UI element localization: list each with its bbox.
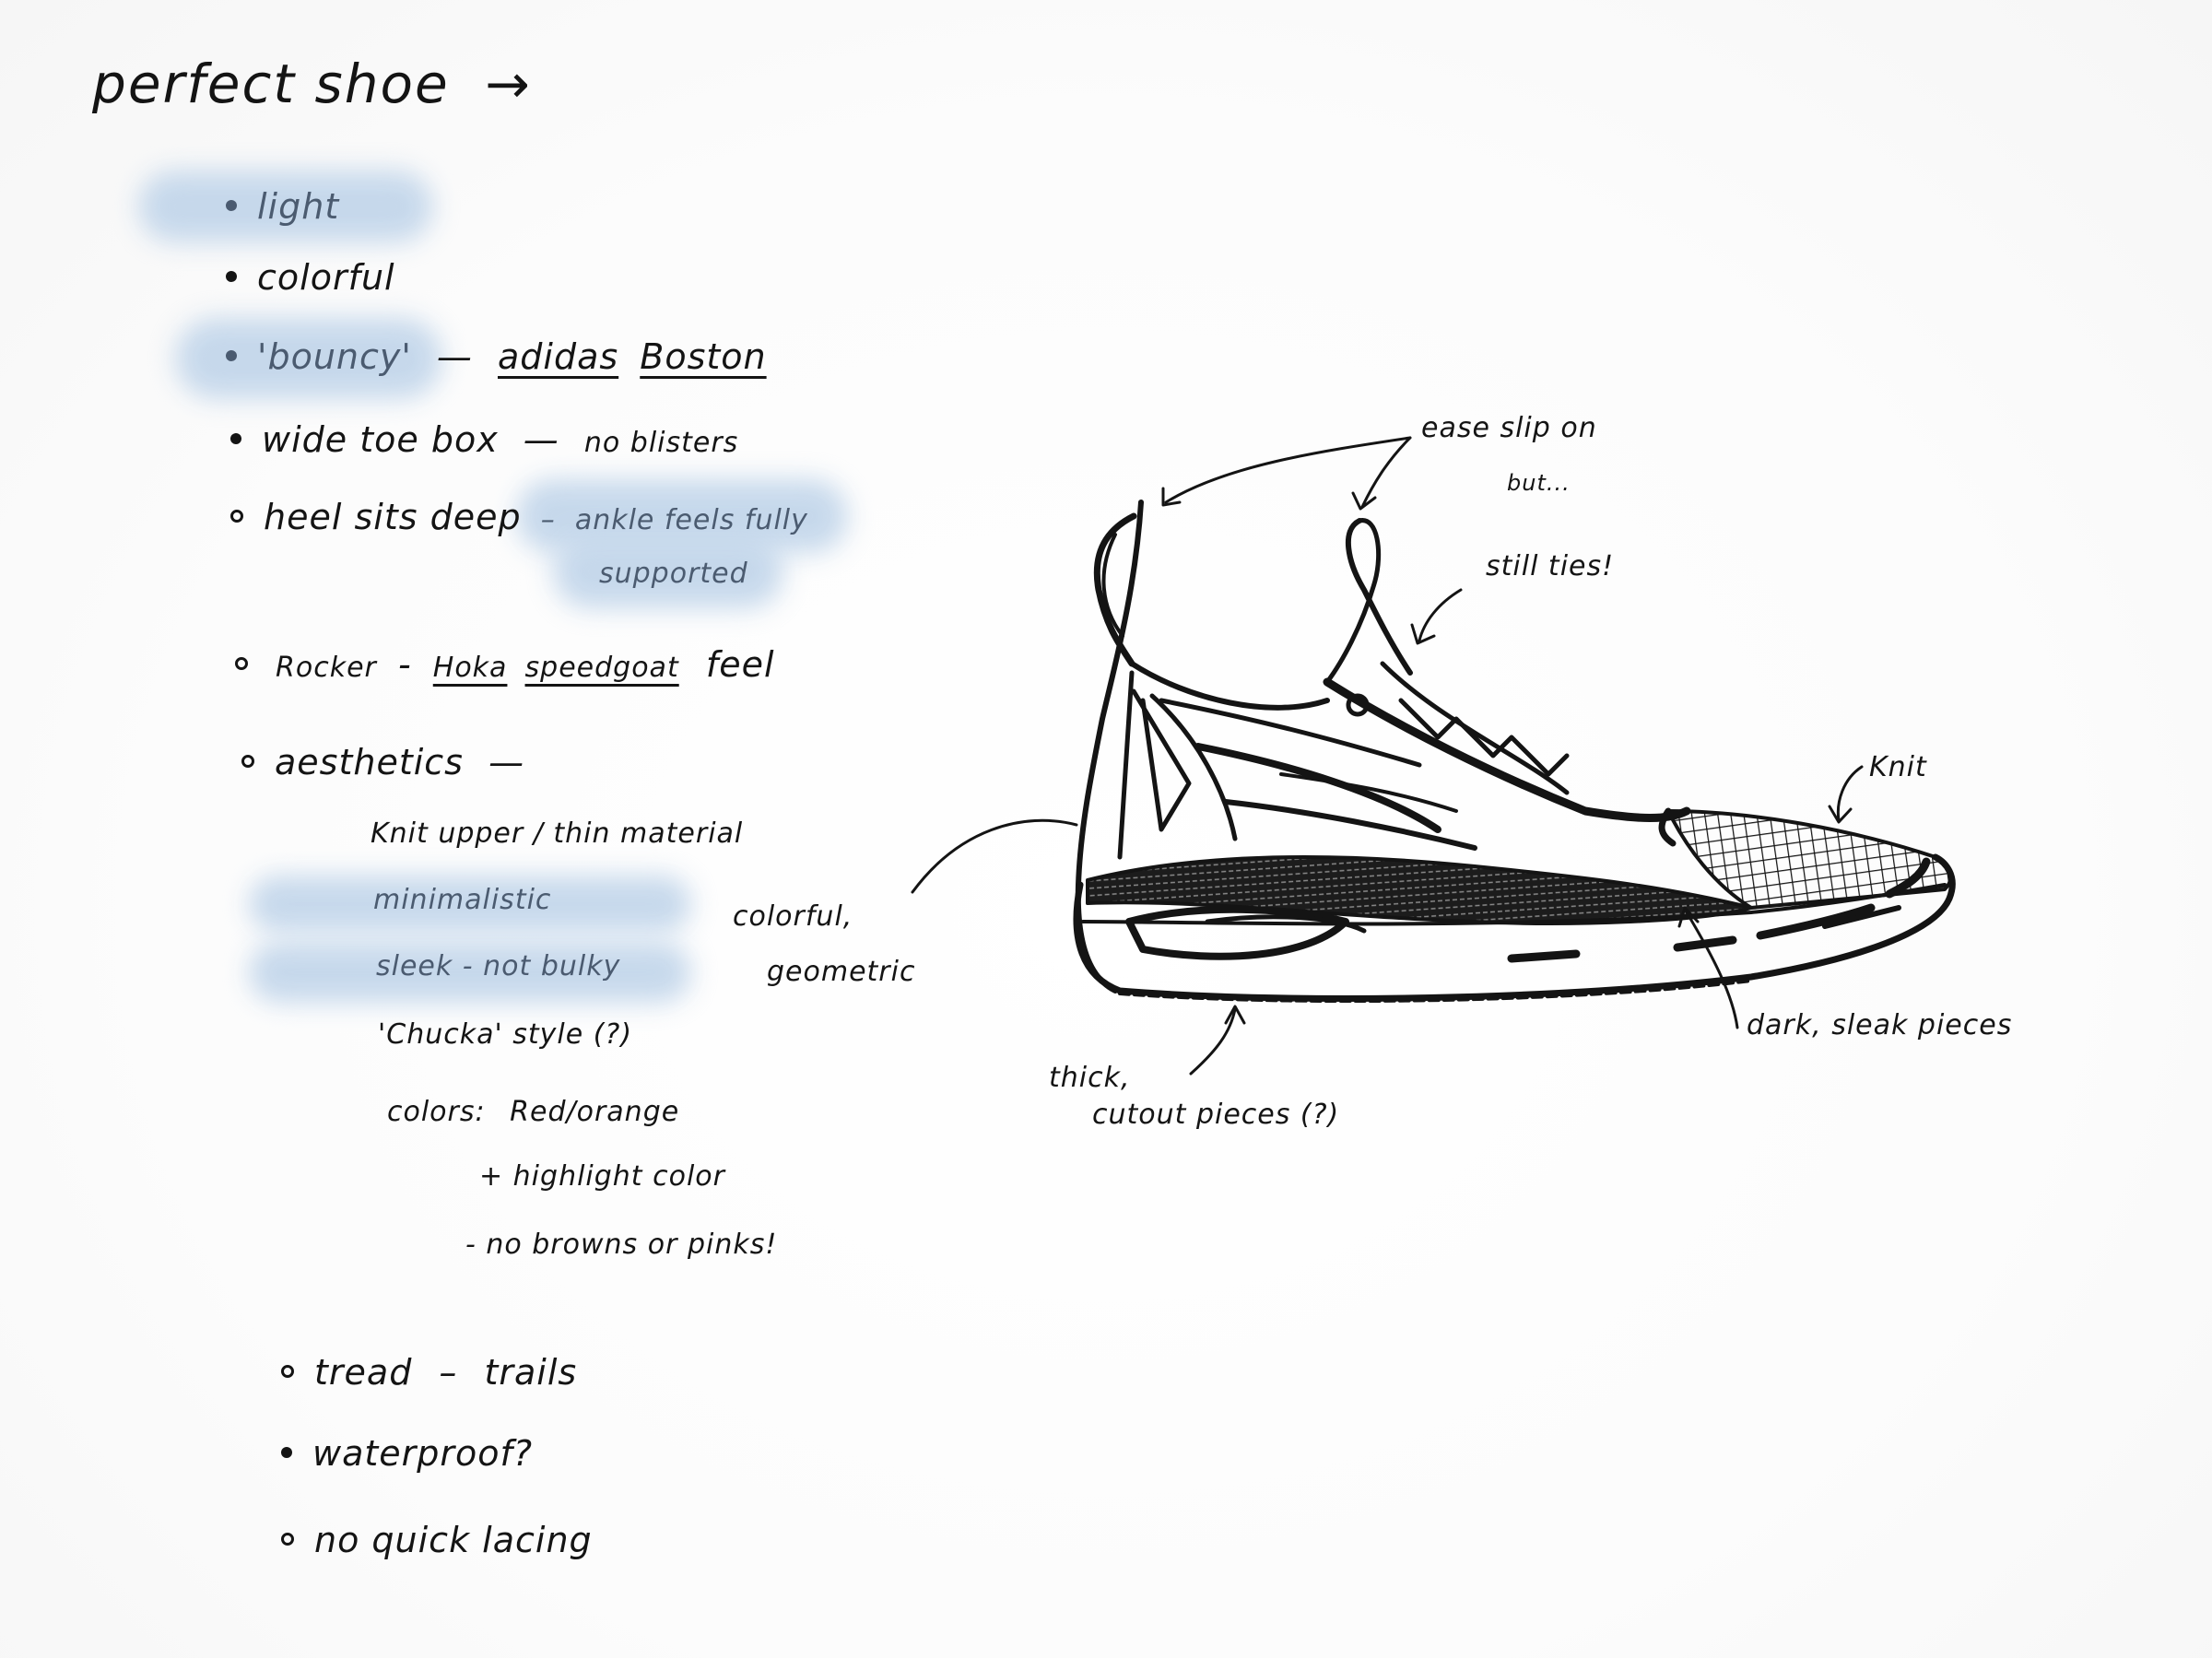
bullet-icon [235,656,248,670]
highlight-ankle-note-2 [553,535,783,608]
aesthetics-sleek: sleek - not bulky [376,950,621,982]
list-item-colorful: colorful [226,260,395,295]
bullet-icon [226,270,237,282]
list-item-waterproof: waterproof? [281,1436,533,1471]
aesthetics-no-browns-pinks: - no browns or pinks! [465,1229,778,1261]
list-item-bouncy: 'bouncy' — adidas Boston [226,339,767,374]
highlight-light [138,171,433,242]
aesthetics-knit-upper: Knit upper / thin material [371,817,744,850]
annotation-cutout-pieces: cutout pieces (?) [1092,1099,1340,1131]
page-title: perfect shoe → [92,57,532,111]
aesthetics-highlight-color: + highlight color [479,1160,725,1193]
list-item-no-quick-lacing: no quick lacing [281,1523,593,1558]
list-item-aesthetics: aesthetics — [241,745,524,780]
annotation-still-ties: still ties! [1486,550,1615,582]
highlight-minimalistic [249,876,691,933]
list-item-wide-toe-box: wide toe box — no blisters [230,422,738,457]
aesthetics-chucka: 'Chucka' style (?) [378,1018,633,1051]
list-item-rocker: Rocker - Hoka speedgoat feel [235,647,775,682]
bullet-icon [241,754,254,768]
bullet-icon [230,509,243,523]
annotation-colorful: colorful, [733,900,853,933]
title-text: perfect shoe [92,53,450,115]
highlight-sleek [249,942,691,1003]
annotation-knit: Knit [1869,751,1927,783]
bullet-icon [281,1446,292,1458]
annotation-thick: thick, [1049,1062,1131,1094]
aesthetics-colors: colors: Red/orange [387,1096,680,1128]
highlight-bouncy [175,318,442,399]
list-item-tread: tread – trails [281,1355,577,1390]
list-item-heel-sits-deep: heel sits deep – ankle feels fully [230,500,808,535]
annotation-geometric: geometric [767,956,916,988]
bullet-icon [226,199,237,211]
annotation-but: but... [1507,470,1571,496]
bullet-icon [281,1532,294,1546]
annotation-dark-sleak-pieces: dark, sleak pieces [1747,1009,2013,1041]
annotation-ease-slip-on: ease slip on [1421,412,1597,444]
bullet-icon [226,349,237,361]
bullet-icon [281,1364,294,1378]
ankle-note-line2: supported [599,558,748,590]
title-arrow-icon: → [485,53,532,115]
list-item-light: light [226,189,339,224]
aesthetics-minimalistic: minimalistic [373,884,552,916]
bullet-icon [230,432,241,444]
